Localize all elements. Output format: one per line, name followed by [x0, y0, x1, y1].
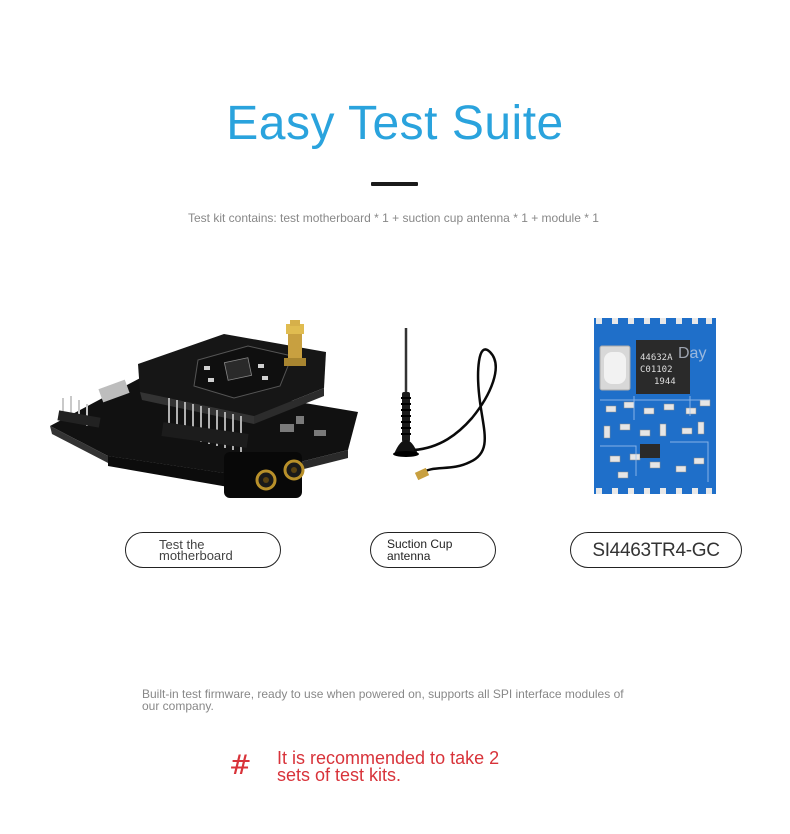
motherboard-image [48, 320, 360, 506]
module-label: SI4463TR4-GC [570, 532, 742, 568]
watermark-text: Day [678, 345, 706, 362]
chip-marking-2: C01102 [640, 365, 673, 375]
page-title: Easy Test Suite [226, 97, 564, 150]
chip-marking-1: 44632A [640, 353, 673, 363]
antenna-label-text: Suction Cup antenna [387, 537, 453, 563]
firmware-note: Built-in test firmware, ready to use whe… [142, 687, 624, 713]
motherboard-label: Test the motherboard [125, 532, 281, 568]
chip-marking-3: 1944 [654, 377, 676, 387]
title-divider [371, 182, 418, 186]
motherboard-label-text: Test the motherboard [159, 537, 233, 563]
antenna-image [380, 322, 510, 512]
antenna-label: Suction Cup antenna [370, 532, 496, 568]
module-label-text: SI4463TR4-GC [592, 540, 720, 561]
module-image: 44632A C01102 1944 Day [590, 316, 720, 496]
hash-icon: # [229, 750, 252, 781]
recommendation-text: It is recommended to take 2 sets of test… [277, 748, 500, 785]
kit-contents-text: Test kit contains: test motherboard * 1 … [188, 211, 599, 225]
